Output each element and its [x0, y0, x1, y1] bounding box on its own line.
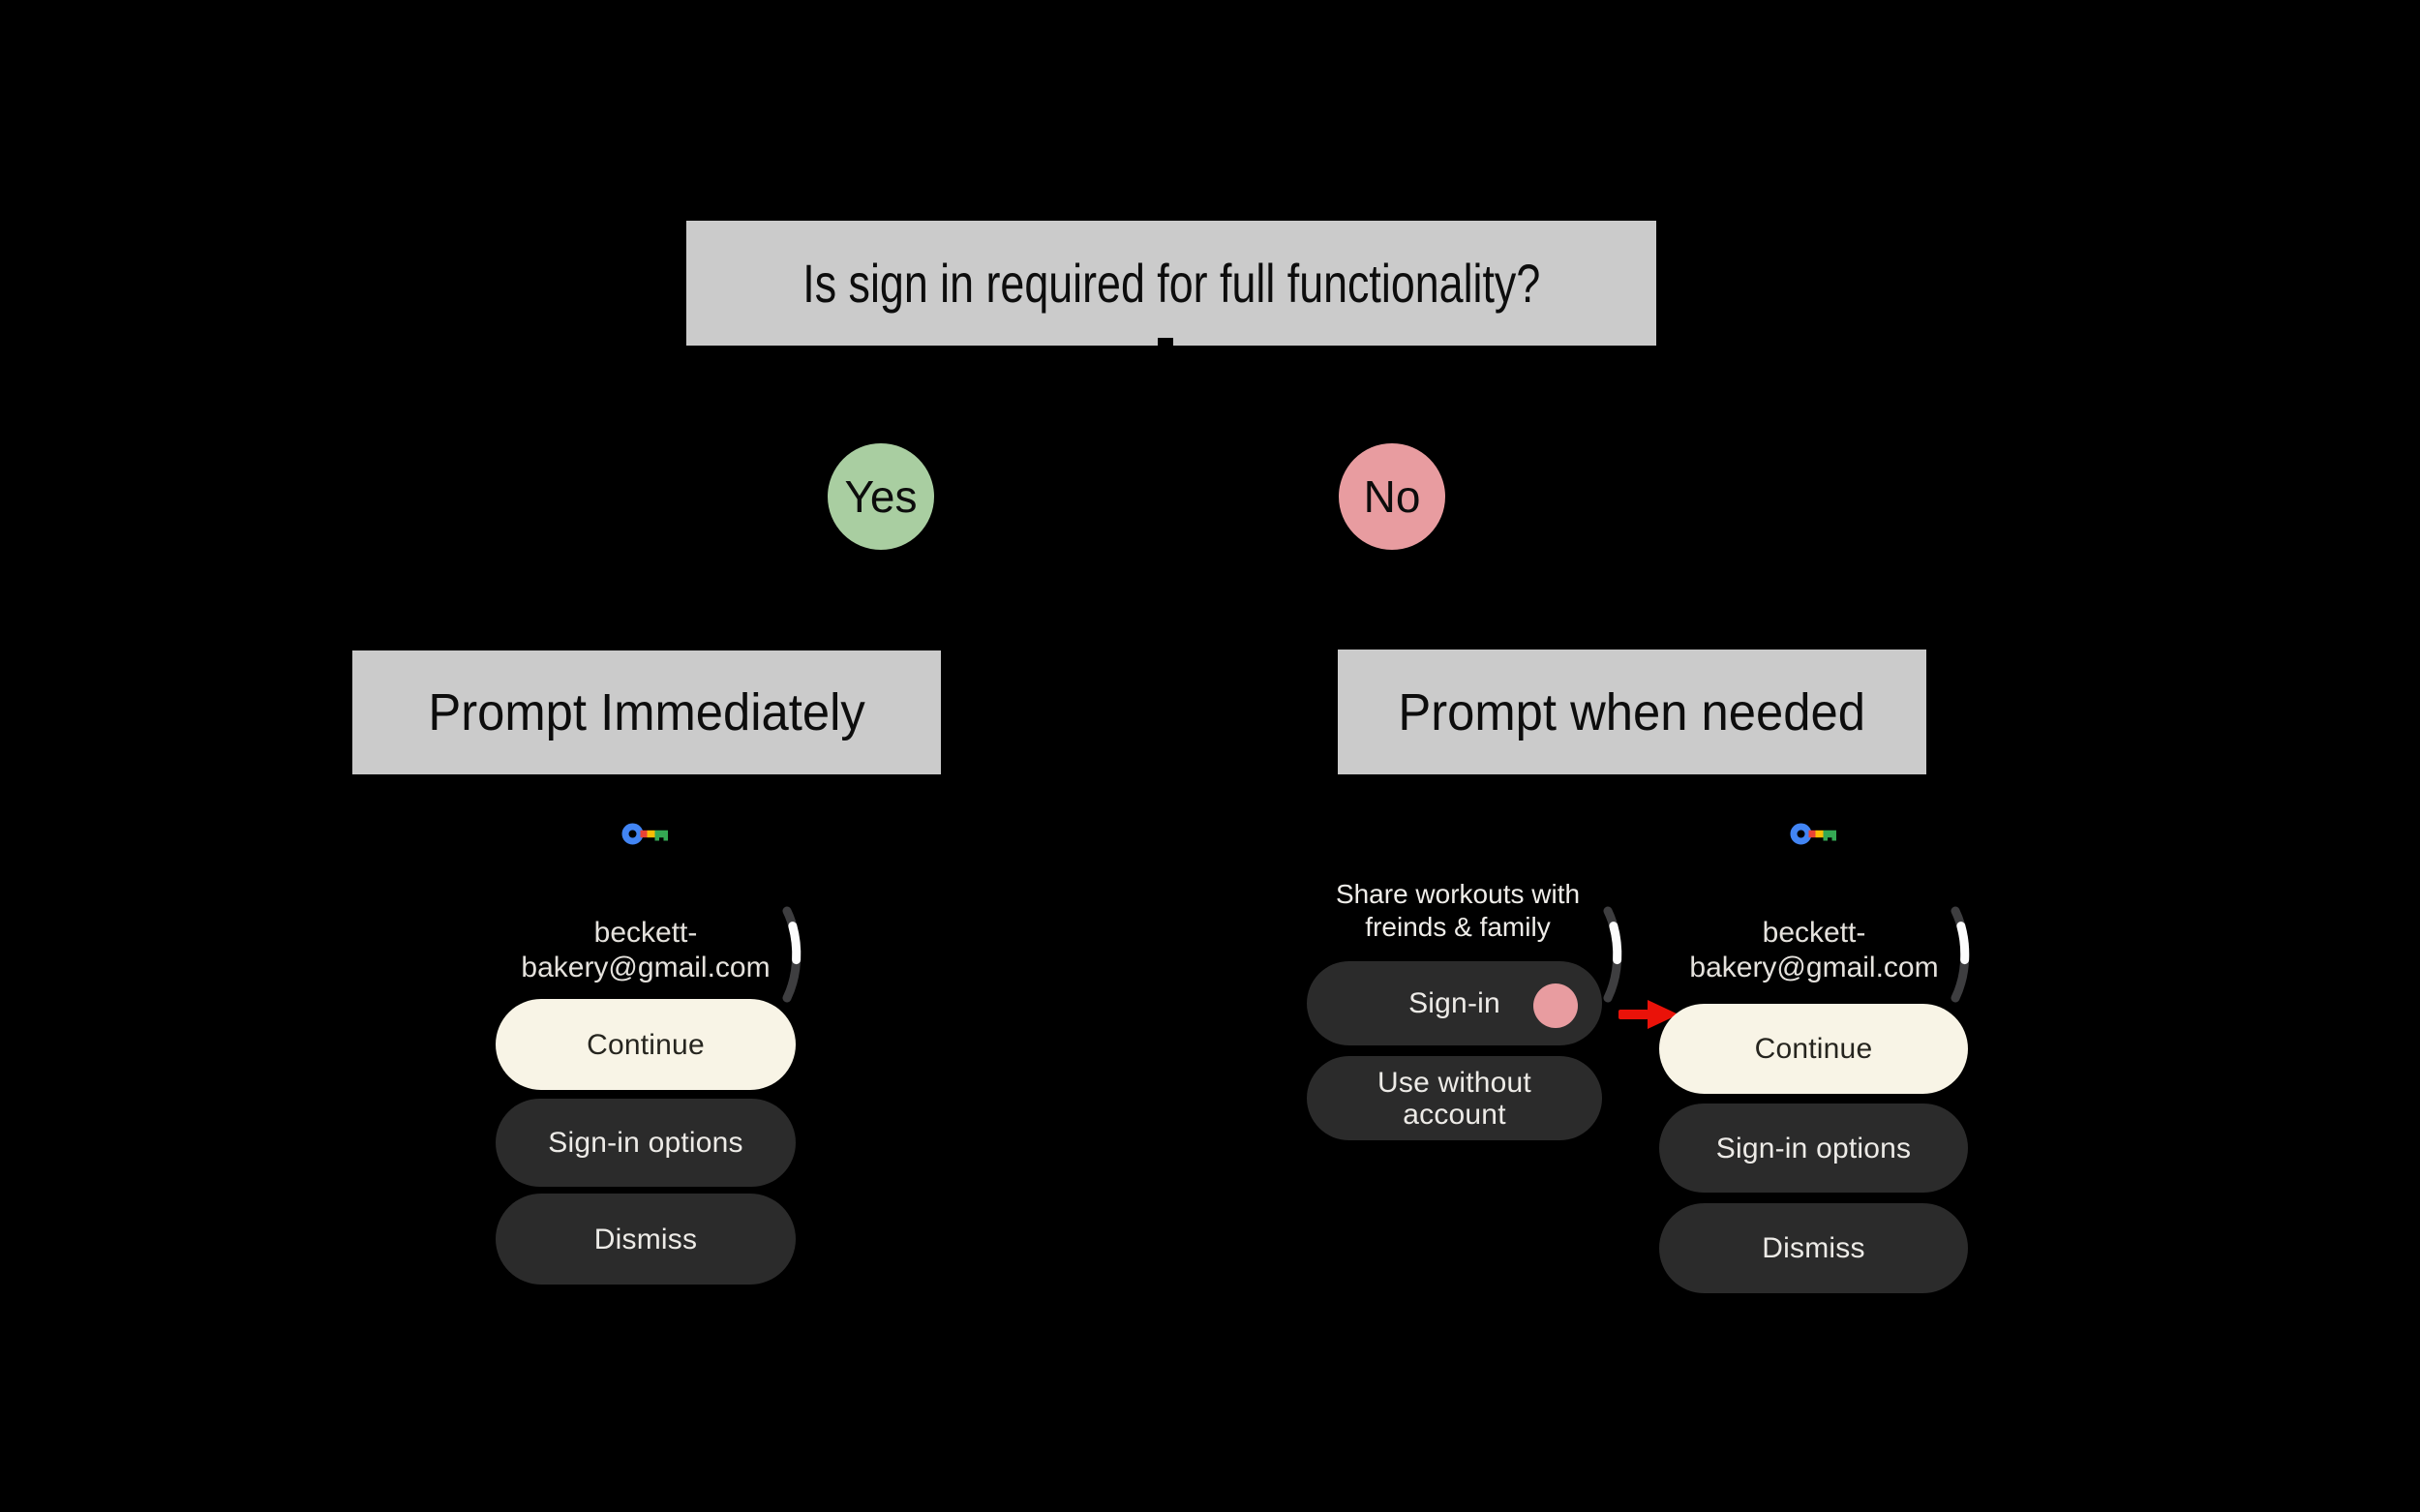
sign-in-title: Sign in [1434, 836, 1482, 853]
sign-in-options-button[interactable]: Sign-in options [1659, 1104, 1968, 1193]
scroll-indicator[interactable] [1943, 906, 1978, 1003]
sign-in-subtitle: Share workouts with freinds & family [1335, 879, 1581, 942]
passkey-title: Use passkey? [596, 875, 695, 892]
no-label: No [1363, 471, 1421, 522]
sign-in-options-button[interactable]: Sign-in options [496, 1099, 796, 1187]
watch-screen-use-passkey-left: Use passkey? beckett- bakery@gmail.com C… [484, 813, 807, 1297]
question-text: Is sign in required for full functionali… [802, 253, 1540, 314]
connector-stub [1158, 338, 1173, 347]
scroll-indicator[interactable] [1595, 906, 1630, 1003]
flow-arrow-icon [1618, 1000, 1679, 1029]
outcome-no-text: Prompt when needed [1398, 682, 1866, 741]
watch-screen-sign-in: Sign in Share workouts with freinds & fa… [1303, 813, 1622, 1162]
outcome-prompt-when-needed: Prompt when needed [1338, 650, 1926, 774]
dismiss-button[interactable]: Dismiss [496, 1194, 796, 1285]
continue-button[interactable]: Continue [1659, 1004, 1968, 1094]
account-email: beckett- bakery@gmail.com [1689, 917, 1939, 983]
use-without-account-button[interactable]: Use without account [1307, 1056, 1602, 1140]
scroll-indicator[interactable] [774, 906, 809, 1003]
passkey-icon [621, 823, 668, 845]
dismiss-button[interactable]: Dismiss [1659, 1203, 1968, 1293]
account-email: beckett- bakery@gmail.com [521, 917, 771, 983]
watch-screen-use-passkey-right: Use passkey? beckett- bakery@gmail.com C… [1659, 813, 1970, 1297]
passkey-icon [1790, 823, 1836, 845]
outcome-prompt-immediately: Prompt Immediately [352, 650, 941, 774]
continue-button[interactable]: Continue [496, 999, 796, 1090]
no-node: No [1339, 443, 1445, 550]
yes-node: Yes [828, 443, 934, 550]
yes-label: Yes [844, 471, 918, 522]
question-box: Is sign in required for full functionali… [686, 221, 1656, 346]
tap-indicator [1533, 983, 1578, 1028]
passkey-title: Use passkey? [1765, 875, 1863, 892]
outcome-yes-text: Prompt Immediately [428, 683, 865, 741]
